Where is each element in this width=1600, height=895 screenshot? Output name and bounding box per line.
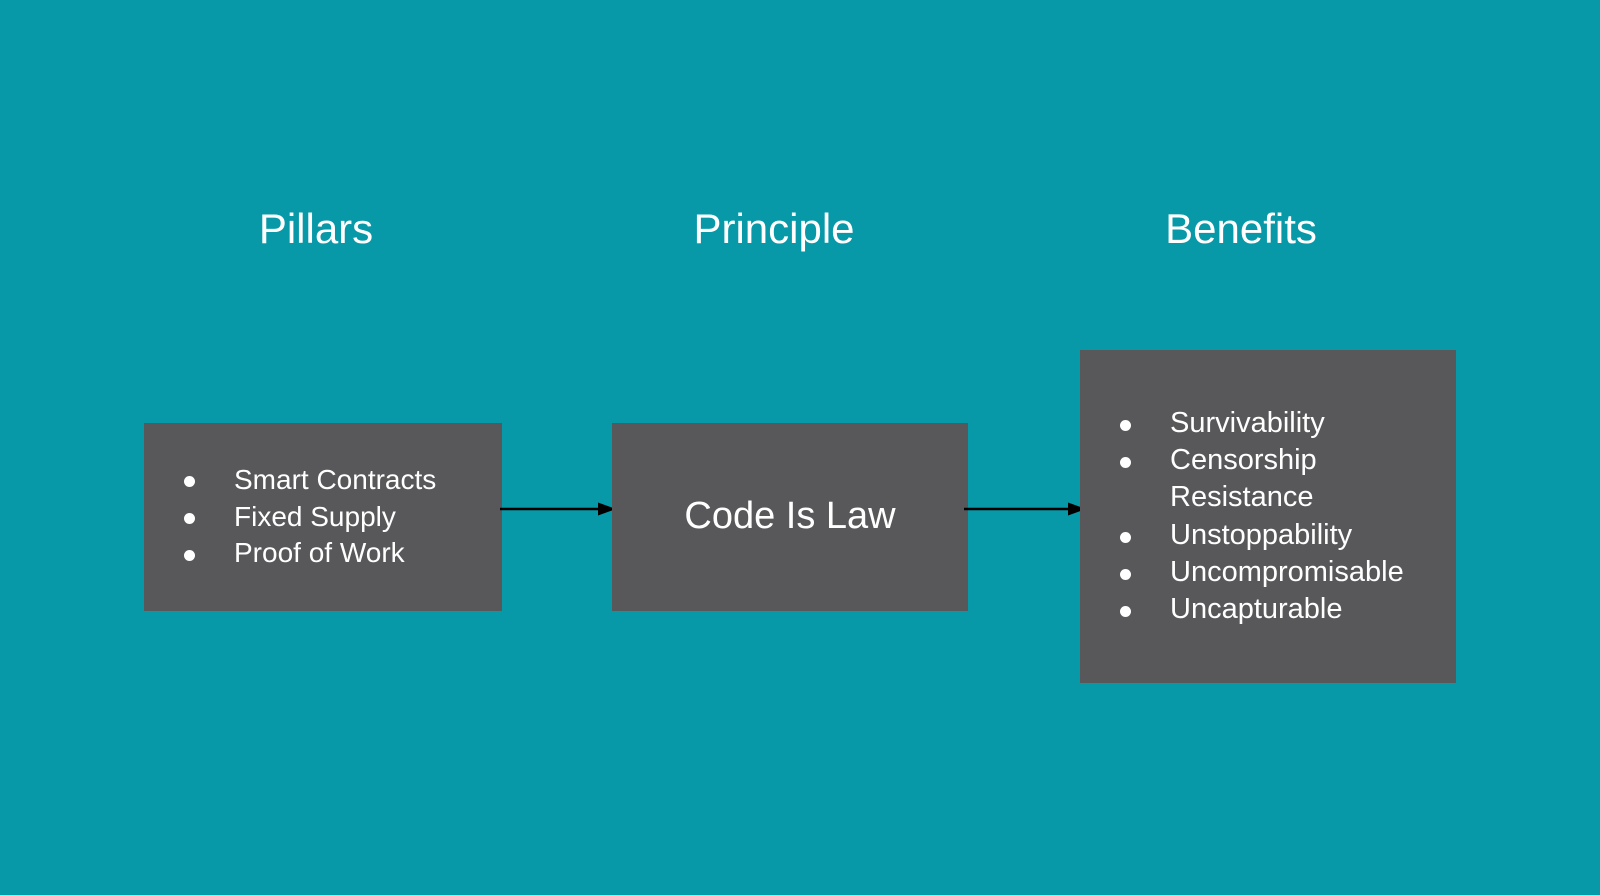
list-item: Proof of Work bbox=[178, 535, 488, 572]
arrow-pillars-to-principle bbox=[500, 502, 616, 516]
list-item: Censorship Resistance bbox=[1114, 442, 1442, 516]
arrow-principle-to-benefits bbox=[964, 502, 1086, 516]
list-item: Fixed Supply bbox=[178, 499, 488, 536]
list-item: Uncapturable bbox=[1114, 591, 1442, 628]
list-item: Unstoppability bbox=[1114, 517, 1442, 554]
node-box-benefits[interactable]: Survivability Censorship Resistance Unst… bbox=[1080, 350, 1456, 683]
pillars-list: Smart Contracts Fixed Supply Proof of Wo… bbox=[144, 462, 502, 573]
list-item: Survivability bbox=[1114, 405, 1442, 442]
list-item: Uncompromisable bbox=[1114, 554, 1442, 591]
column-header-principle: Principle bbox=[693, 205, 855, 252]
principle-label: Code Is Law bbox=[684, 495, 896, 538]
column-header-pillars: Pillars bbox=[258, 205, 374, 252]
node-box-principle[interactable]: Code Is Law bbox=[612, 423, 968, 611]
list-item: Smart Contracts bbox=[178, 462, 488, 499]
column-header-benefits: Benefits bbox=[1165, 205, 1317, 252]
benefits-list: Survivability Censorship Resistance Unst… bbox=[1080, 405, 1456, 628]
node-box-pillars[interactable]: Smart Contracts Fixed Supply Proof of Wo… bbox=[144, 423, 502, 611]
